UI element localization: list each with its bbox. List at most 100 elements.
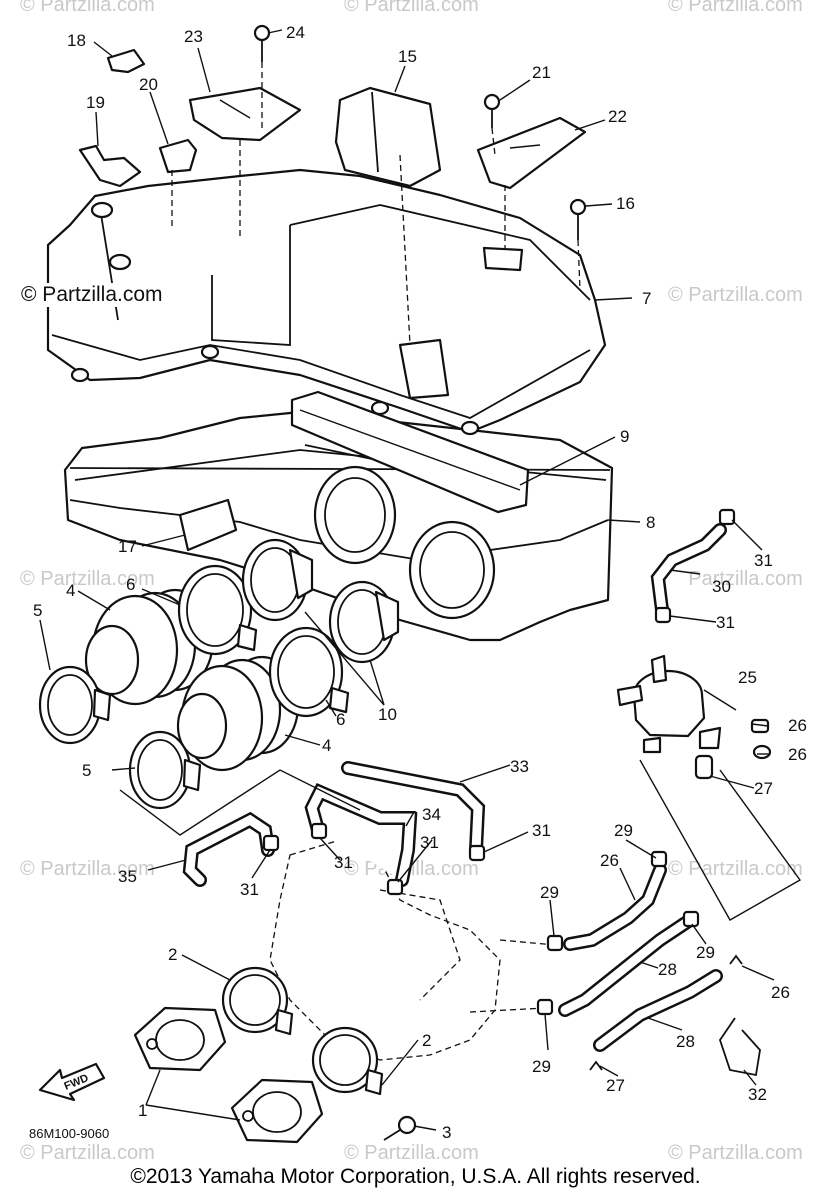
hose-28 [558, 913, 697, 1017]
joint-lower [176, 655, 300, 772]
callout-7: 7 [642, 289, 651, 308]
callout-31-e: 31 [754, 551, 773, 570]
callout-4-lower: 4 [322, 736, 331, 755]
callout-27: 26 [600, 851, 619, 870]
bracket-15 [78, 144, 142, 188]
leader-lines [39, 29, 802, 1131]
callout-20: 24 [286, 23, 305, 42]
callout-35: 35 [118, 867, 137, 886]
seal-13 [178, 498, 238, 552]
screw-3 [383, 1115, 417, 1141]
fuel-pump [616, 654, 722, 754]
watermark: © Partzilla.com [668, 568, 803, 590]
washer-23 [752, 744, 772, 760]
watermark: © Partzilla.com [20, 0, 155, 16]
air-cleaner-cover [46, 168, 607, 436]
watermark: © Partzilla.com [668, 284, 803, 306]
callout-31-a: 31 [532, 821, 551, 840]
callout-11: 15 [398, 47, 417, 66]
callout-9: 9 [620, 427, 629, 446]
clip-16 [158, 138, 198, 174]
sleeve-lower [328, 580, 400, 664]
watermark: © Partzilla.com [668, 858, 803, 880]
callout-34: 34 [422, 805, 441, 824]
callout-32: 32 [748, 1085, 767, 1104]
hose-27 [563, 863, 667, 951]
hose-clips [262, 508, 743, 1071]
clamp-32 [719, 1017, 761, 1077]
callout-29-a: 29 [614, 821, 633, 840]
hose-34 [304, 782, 418, 887]
bolt-17 [483, 93, 501, 156]
callout-2-lower: 2 [422, 1031, 431, 1050]
carburetor-reference [269, 839, 556, 1061]
callout-21: 25 [738, 668, 757, 687]
callout-5-lower: 5 [82, 761, 91, 780]
callout-29-d: 29 [532, 1057, 551, 1076]
callout-4-upper: 4 [66, 581, 75, 600]
callout-17: 21 [532, 63, 551, 82]
bolt-20 [253, 24, 271, 130]
hose-33 [341, 761, 486, 857]
hose-25 [593, 969, 723, 1052]
callout-5-upper: 5 [33, 601, 42, 620]
callout-18: 22 [608, 107, 627, 126]
callout-31-f: 31 [716, 613, 735, 632]
bolt-12 [569, 198, 587, 291]
copyright-notice: ©2013 Yamaha Motor Corporation, U.S.A. A… [130, 1165, 701, 1188]
holder-bracket [188, 86, 302, 142]
watermark: © Partzilla.com [20, 1142, 155, 1164]
callout-3: 3 [442, 1123, 451, 1142]
callout-30: 30 [712, 577, 731, 596]
watermark: © Partzilla.com [668, 0, 803, 16]
resonator-box [334, 86, 442, 188]
watermark: © Partzilla.com [344, 0, 479, 16]
hose-35 [182, 811, 275, 887]
callout-31-b: 31 [420, 833, 439, 852]
carburetor-joint-lower [230, 1078, 324, 1144]
watermark: © Partzilla.com [344, 1142, 479, 1164]
callout-23: 26 [788, 745, 807, 764]
callout-19: 23 [184, 27, 203, 46]
callout-6-lower: 6 [336, 710, 345, 729]
callout-10: 10 [378, 705, 397, 724]
callout-6-upper: 6 [126, 575, 135, 594]
callout-15: 19 [86, 93, 105, 112]
diagram-code: 86M100-9060 [29, 1126, 110, 1141]
callout-16: 20 [139, 75, 158, 94]
callout-29-b: 29 [540, 883, 559, 902]
callout-13: 17 [118, 537, 137, 556]
band-5-lower [128, 730, 202, 810]
hose-30 [650, 523, 727, 617]
band-5-upper [38, 665, 112, 745]
callout-8: 8 [646, 513, 655, 532]
callout-33: 33 [510, 757, 529, 776]
callout-1: 1 [138, 1101, 147, 1120]
callout-12: 16 [616, 194, 635, 213]
callout-31-d: 31 [240, 880, 259, 899]
bracket-plate [476, 116, 587, 190]
watermark: © Partzilla.com [20, 568, 155, 590]
callout-26-b: 27 [606, 1076, 625, 1095]
callout-25: 28 [676, 1032, 695, 1051]
callout-labels: 18 23 24 15 21 22 16 19 20 7 9 8 17 6 4 … [33, 23, 807, 1142]
callout-2-upper: 2 [168, 945, 177, 964]
fwd-arrow-icon: FWD [38, 1062, 106, 1102]
band-2-upper [221, 966, 294, 1036]
band-6-upper [177, 564, 258, 656]
clamp-14 [106, 48, 146, 74]
callout-28: 28 [658, 960, 677, 979]
callout-24: 27 [754, 779, 773, 798]
air-filter-element [290, 390, 530, 514]
callout-26-a: 26 [771, 983, 790, 1002]
watermark-primary: © Partzilla.com [18, 283, 166, 307]
callout-29-c: 29 [696, 943, 715, 962]
callout-31-c: 31 [334, 853, 353, 872]
carburetor-joint-upper [133, 1006, 227, 1072]
watermark: © Partzilla.com [20, 858, 155, 880]
damper-24 [694, 754, 714, 780]
sleeve-upper [241, 538, 314, 622]
band-6-lower [268, 626, 350, 718]
